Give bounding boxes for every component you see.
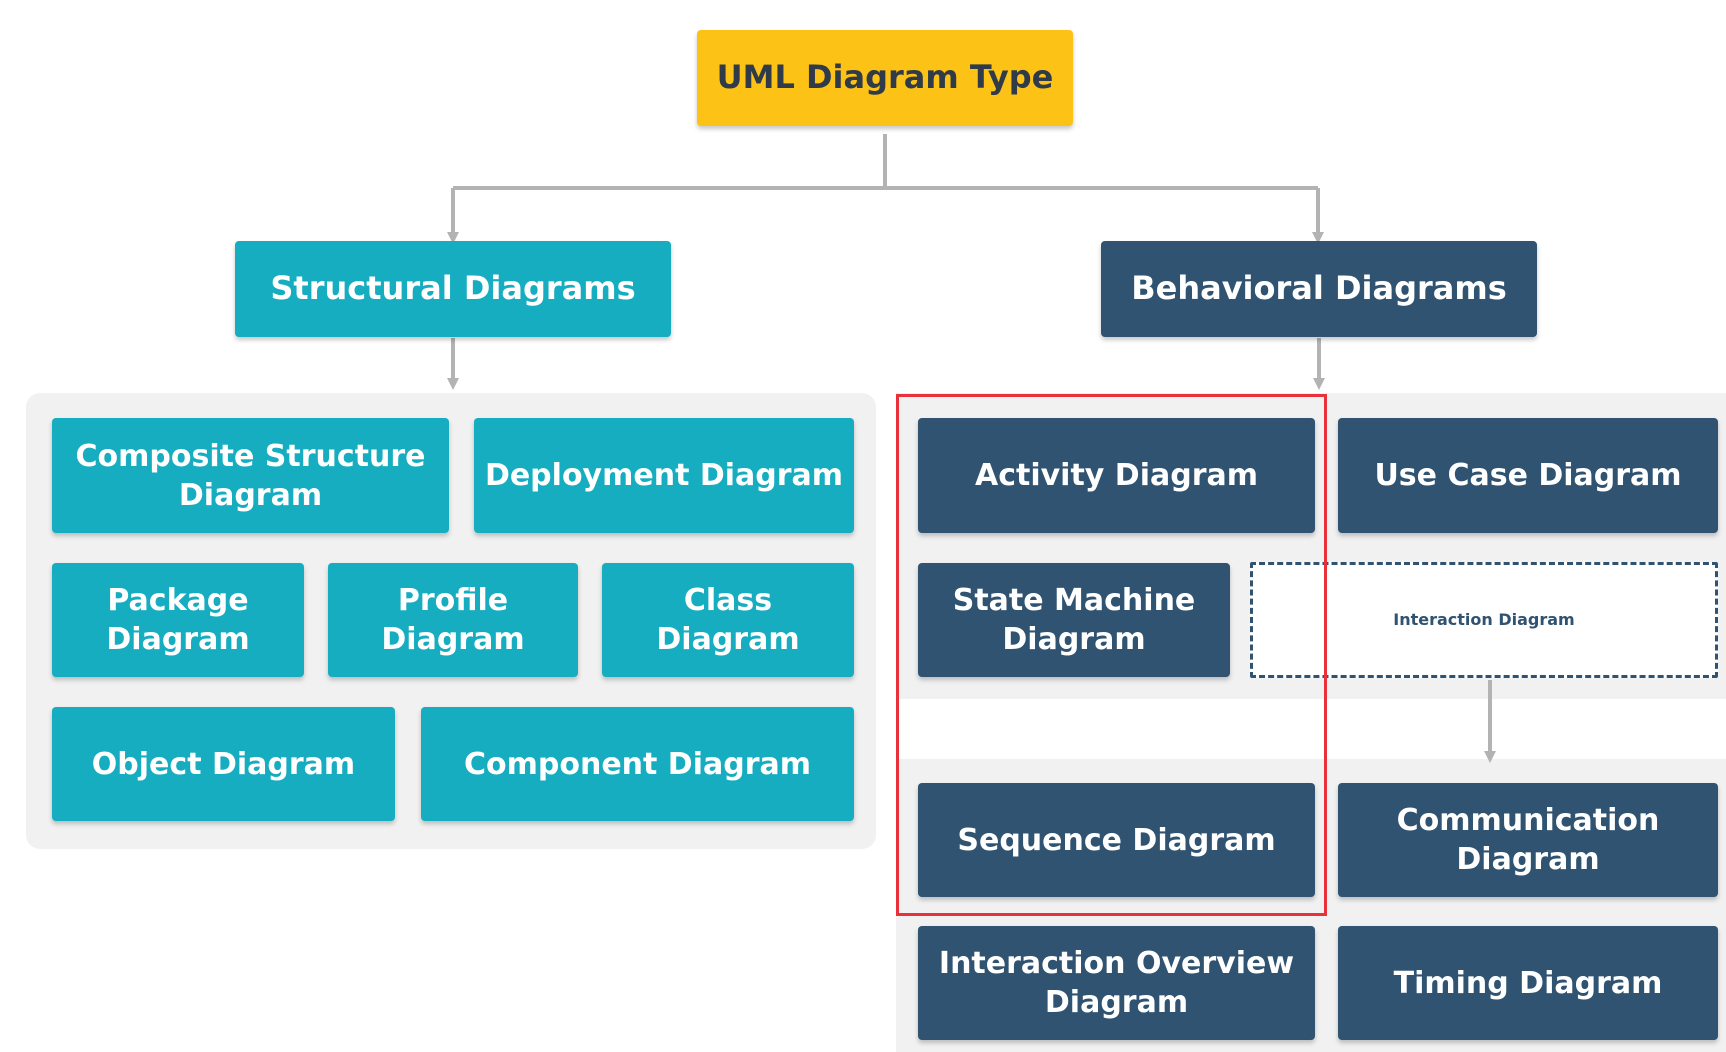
structural-label: Structural Diagrams bbox=[270, 269, 636, 308]
interaction-label: Interaction Diagram bbox=[1393, 609, 1575, 629]
object-diagram-node: Object Diagram bbox=[52, 707, 395, 821]
use-case-diagram-node: Use Case Diagram bbox=[1338, 418, 1718, 533]
use-case-label: Use Case Diagram bbox=[1374, 458, 1682, 493]
timing-diagram-node: Timing Diagram bbox=[1338, 926, 1718, 1040]
class-label: Class Diagram bbox=[656, 583, 800, 657]
component-label: Component Diagram bbox=[463, 746, 812, 782]
package-label: Package Diagram bbox=[106, 583, 250, 657]
behavioral-diagrams-node: Behavioral Diagrams bbox=[1101, 241, 1537, 337]
highlight-rectangle bbox=[896, 394, 1327, 916]
activity-diagram-node: Activity Diagram bbox=[918, 418, 1315, 533]
interaction-overview-label: Interaction Overview Diagram bbox=[938, 946, 1295, 1020]
root-node: UML Diagram Type bbox=[697, 30, 1073, 126]
communication-diagram-node: Communication Diagram bbox=[1338, 783, 1718, 897]
behavioral-label: Behavioral Diagrams bbox=[1131, 269, 1507, 308]
activity-label: Activity Diagram bbox=[974, 458, 1258, 493]
deployment-label: Deployment Diagram bbox=[484, 458, 844, 493]
timing-label: Timing Diagram bbox=[1393, 965, 1663, 1001]
object-label: Object Diagram bbox=[91, 746, 356, 782]
sequence-diagram-node: Sequence Diagram bbox=[918, 783, 1315, 897]
communication-label: Communication Diagram bbox=[1396, 803, 1660, 877]
profile-label: Profile Diagram bbox=[381, 583, 525, 657]
component-diagram-node: Component Diagram bbox=[421, 707, 854, 821]
state-machine-diagram-node: State Machine Diagram bbox=[918, 563, 1230, 677]
sequence-label: Sequence Diagram bbox=[957, 822, 1276, 858]
deployment-diagram-node: Deployment Diagram bbox=[474, 418, 854, 533]
root-label: UML Diagram Type bbox=[716, 58, 1054, 97]
state-machine-label: State Machine Diagram bbox=[952, 583, 1196, 657]
interaction-overview-diagram-node: Interaction Overview Diagram bbox=[918, 926, 1315, 1040]
composite-structure-diagram-node: Composite Structure Diagram bbox=[52, 418, 449, 533]
structural-diagrams-node: Structural Diagrams bbox=[235, 241, 671, 337]
interaction-diagram-node: Interaction Diagram bbox=[1250, 562, 1718, 678]
profile-diagram-node: Profile Diagram bbox=[328, 563, 578, 677]
composite-structure-label: Composite Structure Diagram bbox=[75, 438, 426, 513]
package-diagram-node: Package Diagram bbox=[52, 563, 304, 677]
class-diagram-node: Class Diagram bbox=[602, 563, 854, 677]
